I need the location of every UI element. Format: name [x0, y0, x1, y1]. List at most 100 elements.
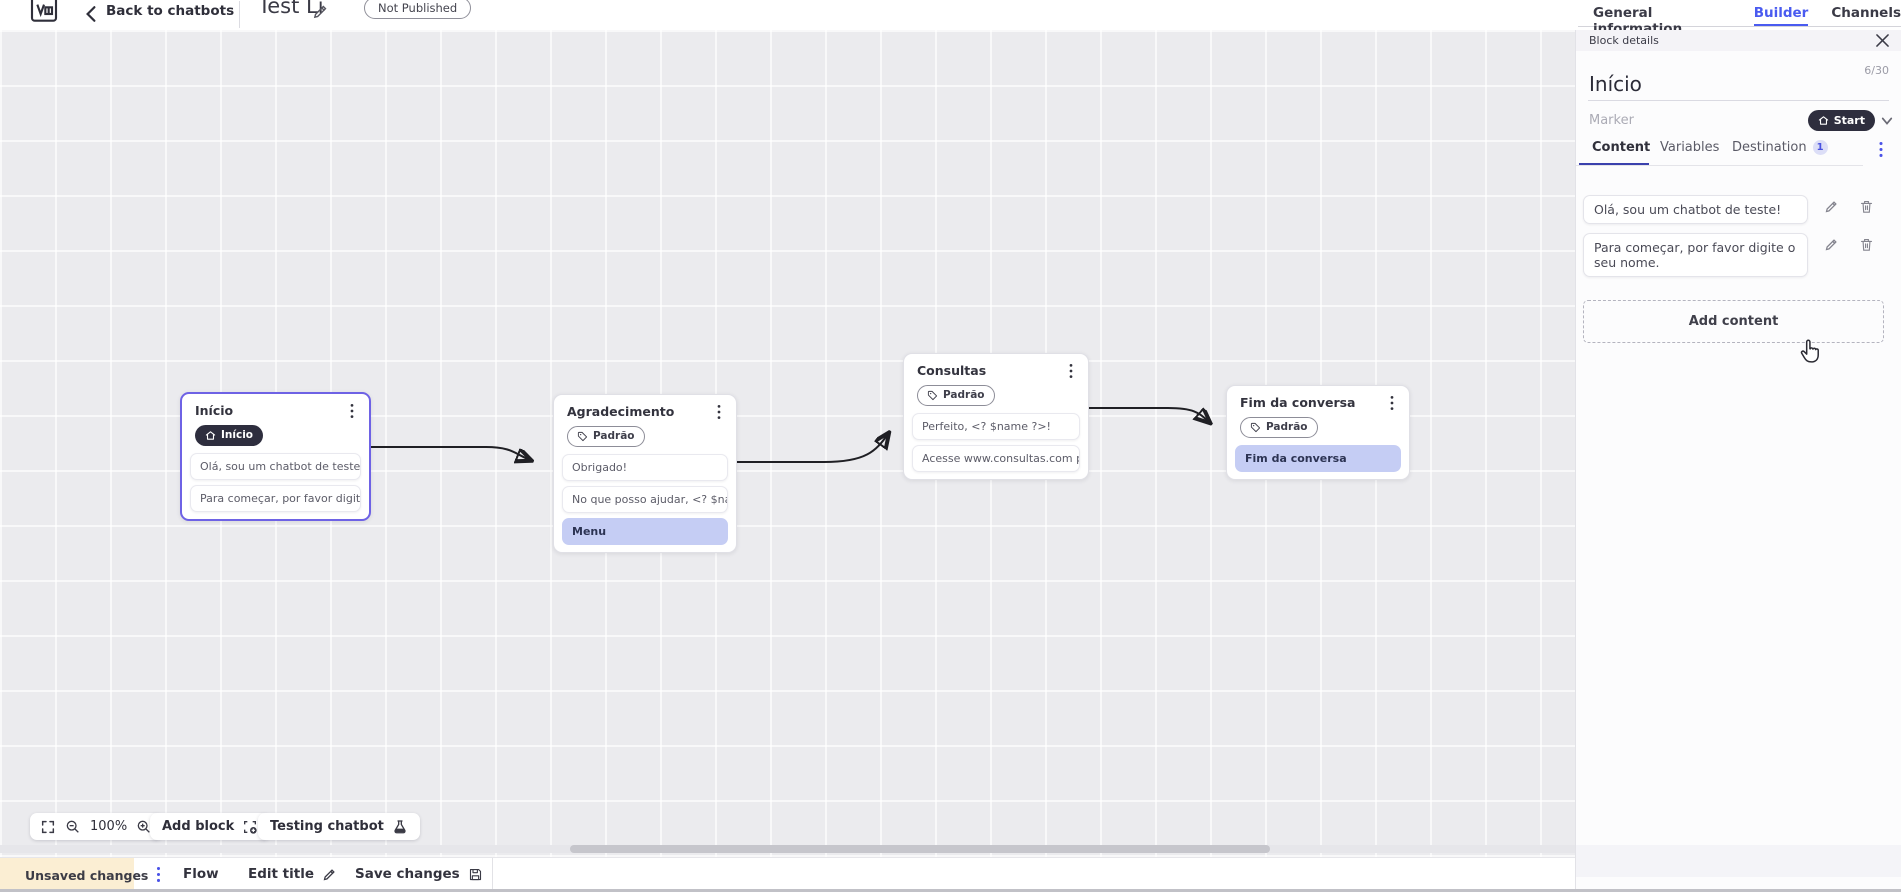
char-counter: 6/30 — [1864, 64, 1889, 77]
mouse-cursor-hand — [1800, 339, 1819, 363]
status-badge: Not Published — [364, 0, 472, 19]
zoom-in-icon[interactable] — [136, 819, 152, 835]
block-menu-icon[interactable] — [712, 404, 726, 420]
block-menu-item[interactable]: Menu — [562, 518, 728, 545]
badge-label: Início — [221, 429, 254, 442]
back-to-chatbots-link[interactable]: Back to chatbots — [106, 3, 235, 19]
block-menu-icon[interactable] — [1385, 395, 1399, 411]
home-icon — [205, 431, 216, 440]
message-actions — [1824, 199, 1874, 214]
add-content-button[interactable]: Add content — [1583, 300, 1884, 343]
add-block-button[interactable]: Add block — [150, 813, 271, 840]
panel-tabs: Content Variables Destination 1 — [1576, 136, 1901, 166]
back-chevron-icon[interactable] — [84, 5, 98, 23]
marker-selector[interactable]: Start — [1807, 110, 1893, 131]
chevron-down-icon[interactable] — [1881, 115, 1893, 127]
zoom-controls: 100% — [30, 813, 163, 840]
canvas-hscrollbar-track[interactable] — [0, 845, 1575, 853]
testing-chatbot-label: Testing chatbot — [270, 819, 384, 834]
marker-start-badge[interactable]: Start — [1807, 110, 1875, 131]
zoom-out-icon[interactable] — [65, 819, 81, 835]
block-message-item[interactable]: Perfeito, <? $name ?>! — [912, 413, 1080, 440]
builder-nav-tabs: General information Builder Channels — [1578, 0, 1901, 30]
testing-chatbot-button[interactable]: Testing chatbot — [258, 813, 420, 840]
destination-count-badge: 1 — [1812, 140, 1828, 155]
edit-title-pencil-icon[interactable] — [312, 3, 329, 20]
edit-pencil-icon[interactable] — [1824, 237, 1839, 252]
marker-label: Marker — [1589, 113, 1634, 128]
connector-inicio-agradecimento — [371, 446, 530, 460]
fit-screen-icon[interactable] — [40, 819, 56, 835]
flask-icon — [394, 819, 406, 833]
content-message[interactable]: Para começar, por favor digite o seu nom… — [1583, 233, 1808, 277]
tabs-divider — [1576, 165, 1863, 166]
flow-block-agradecimento[interactable]: Agradecimento Padrão Obrigado! No que po… — [553, 394, 737, 553]
top-bar: Back to chatbots Test Li Not Published G… — [0, 0, 1901, 30]
edit-title-button[interactable]: Edit title — [248, 866, 337, 882]
message-actions — [1824, 237, 1874, 252]
tab-destination-label: Destination — [1732, 140, 1807, 155]
tab-builder[interactable]: Builder — [1753, 0, 1809, 26]
tab-variables[interactable]: Variables — [1660, 140, 1720, 155]
badge-label: Padrão — [593, 430, 635, 443]
tag-icon — [577, 431, 588, 442]
marker-value: Start — [1833, 114, 1865, 127]
content-message[interactable]: Olá, sou um chatbot de teste! — [1583, 195, 1808, 224]
save-changes-button[interactable]: Save changes — [355, 866, 483, 882]
close-icon[interactable] — [1876, 34, 1889, 47]
add-block-label: Add block — [162, 819, 235, 834]
block-name-field[interactable]: Início — [1589, 72, 1642, 96]
block-title: Início — [195, 403, 234, 418]
tab-destination[interactable]: Destination 1 — [1732, 140, 1828, 155]
active-tab-underline — [1579, 163, 1649, 165]
tab-general-information[interactable]: General information — [1593, 5, 1683, 30]
block-message-item[interactable]: Acesse www.consultas.com par... — [912, 445, 1080, 472]
chatbot-title[interactable]: Test Li — [258, 0, 324, 18]
app-logo-icon — [30, 0, 58, 22]
tab-channels[interactable]: Channels — [1831, 5, 1901, 21]
name-field-underline — [1588, 100, 1889, 101]
save-floppy-icon — [469, 868, 481, 880]
start-marker-badge: Início — [195, 425, 264, 446]
zoom-level: 100% — [90, 819, 128, 834]
panel-header-label: Block details — [1589, 34, 1659, 47]
flow-block-fim-da-conversa[interactable]: Fim da conversa Padrão Fim da conversa — [1226, 385, 1410, 480]
block-message-item[interactable]: No que posso ajudar, <? $name ... — [562, 486, 728, 513]
delete-trash-icon[interactable] — [1859, 199, 1874, 214]
flow-canvas[interactable]: Início Início Olá, sou um chatbot de tes… — [0, 30, 1575, 892]
marker-row: Marker Start — [1589, 110, 1893, 131]
tag-badge: Padrão — [567, 426, 645, 447]
edit-pencil-icon[interactable] — [1824, 199, 1839, 214]
block-title: Fim da conversa — [1240, 395, 1356, 410]
panel-footer-strip — [1576, 845, 1901, 877]
add-block-icon — [244, 820, 257, 834]
flow-menu-icon[interactable] — [152, 866, 165, 883]
block-title: Agradecimento — [567, 404, 675, 419]
panel-menu-icon[interactable] — [1874, 141, 1888, 158]
block-title: Consultas — [917, 363, 987, 378]
unsaved-changes-label: Unsaved changes — [25, 867, 149, 883]
tag-icon — [1250, 422, 1261, 433]
save-changes-label: Save changes — [355, 866, 460, 882]
badge-label: Padrão — [1266, 421, 1308, 434]
block-message-item[interactable]: Para começar, por favor digite o ... — [190, 485, 361, 512]
tag-badge: Padrão — [917, 385, 995, 406]
block-end-item[interactable]: Fim da conversa — [1235, 445, 1401, 472]
block-menu-icon[interactable] — [345, 403, 359, 419]
block-message-item[interactable]: Obrigado! — [562, 454, 728, 481]
block-message-item[interactable]: Olá, sou um chatbot de teste! — [190, 453, 361, 480]
tab-content[interactable]: Content — [1592, 140, 1651, 155]
canvas-hscrollbar-thumb[interactable] — [570, 845, 1270, 853]
tab-flow[interactable]: Flow — [183, 866, 219, 882]
delete-trash-icon[interactable] — [1859, 237, 1874, 252]
flow-block-inicio[interactable]: Início Início Olá, sou um chatbot de tes… — [180, 392, 371, 521]
connector-consultas-fim — [1089, 407, 1209, 422]
bottom-bar: Unsaved changes Flow Edit title Save cha… — [0, 857, 1575, 892]
tag-icon — [927, 390, 938, 401]
block-details-panel: Block details Início 6/30 Marker Start C… — [1575, 30, 1901, 892]
block-menu-icon[interactable] — [1064, 363, 1078, 379]
flow-block-consultas[interactable]: Consultas Padrão Perfeito, <? $name ?>! … — [903, 353, 1089, 480]
pencil-icon — [323, 868, 335, 880]
edit-title-label: Edit title — [248, 866, 314, 882]
